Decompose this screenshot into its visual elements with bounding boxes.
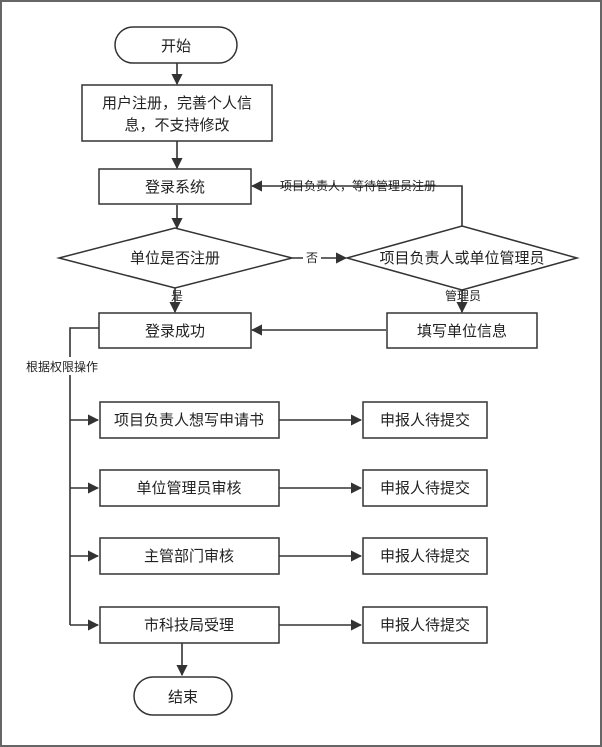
unit-registered-label: 单位是否注册 — [130, 249, 220, 267]
login-success-box — [98, 312, 252, 349]
start-terminal — [114, 26, 238, 64]
edge-permission-trunk — [69, 327, 100, 625]
register-label-line2: 息，不支持修改 — [124, 116, 229, 134]
submitter-wait-box-4 — [362, 606, 488, 644]
edge-label-yes: 是 — [171, 289, 183, 303]
login-box — [98, 168, 252, 205]
edge-label-admin: 管理员 — [445, 288, 481, 303]
submitter-wait-label-1: 申报人待提交 — [380, 411, 470, 429]
pm-write-label: 项目负责人想写申请书 — [114, 411, 264, 429]
fill-unit-info-label: 填写单位信息 — [417, 322, 507, 340]
unit-registered-decision — [56, 227, 293, 289]
edge-label-pm-wait: 项目负责人，等待管理员注册 — [280, 178, 436, 193]
role-decision-label: 项目负责人或单位管理员 — [379, 249, 544, 267]
start-label: 开始 — [161, 37, 191, 55]
bureau-accept-box — [99, 606, 280, 644]
pm-write-box — [99, 401, 280, 439]
submitter-wait-box-3 — [362, 537, 488, 575]
permission-label-bg — [24, 357, 118, 375]
end-terminal — [133, 676, 233, 716]
login-label: 登录系统 — [145, 178, 205, 196]
edge-label-no: 否 — [306, 251, 318, 265]
bureau-accept-label: 市科技局受理 — [144, 616, 234, 634]
submitter-wait-label-3: 申报人待提交 — [380, 547, 470, 565]
login-success-label: 登录成功 — [145, 322, 205, 340]
submitter-wait-label-4: 申报人待提交 — [380, 616, 470, 634]
dept-review-label: 主管部门审核 — [144, 547, 234, 565]
unit-admin-review-label: 单位管理员审核 — [136, 479, 241, 497]
submitter-wait-label-2: 申报人待提交 — [380, 479, 470, 497]
submitter-wait-box-2 — [362, 469, 488, 507]
register-box — [81, 84, 273, 142]
end-label: 结束 — [168, 688, 198, 706]
fill-unit-info-box — [386, 312, 538, 349]
role-decision — [344, 225, 580, 291]
edge-role-to-login — [250, 180, 463, 226]
dept-review-box — [99, 537, 280, 575]
register-label-line1: 用户注册，完善个人信 — [102, 94, 252, 112]
submitter-wait-box-1 — [362, 401, 488, 439]
unit-admin-review-box — [99, 469, 280, 507]
no-label-bg — [303, 250, 321, 266]
edge-label-by-permission: 根据权限操作 — [26, 359, 98, 374]
